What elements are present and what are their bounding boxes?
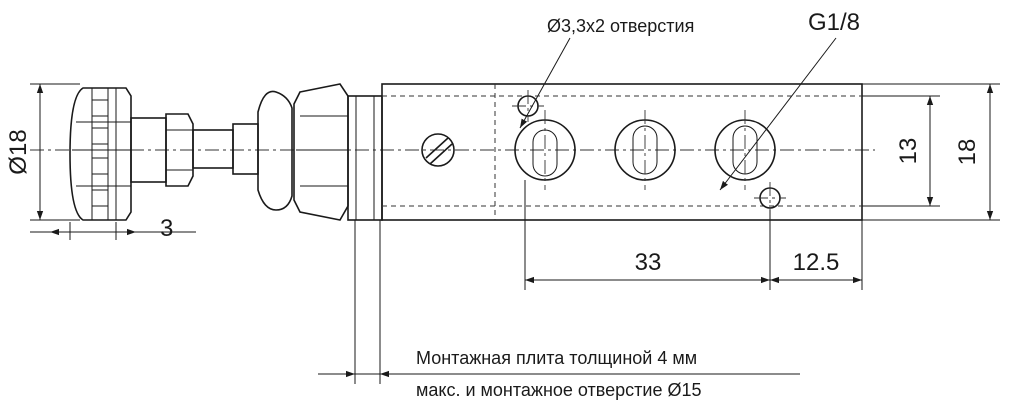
dim-3-label: 3: [160, 215, 173, 242]
dim-18-label: 18: [954, 139, 981, 166]
dim-13-label: 13: [895, 138, 922, 165]
dim-12-5-label: 12.5: [793, 249, 840, 276]
hex-nut: [293, 83, 349, 221]
valve-body: [381, 83, 863, 221]
mounting-hole-top: [512, 90, 544, 122]
collar: [257, 90, 293, 211]
note-line-2: макс. и монтажное отверстие Ø15: [416, 380, 701, 400]
port-screw: [421, 133, 455, 167]
thread-label: G1/8: [808, 9, 860, 36]
dim-33-label: 33: [635, 249, 662, 276]
dia18-label: Ø18: [5, 129, 32, 174]
mounting-hole-bottom: [754, 182, 786, 214]
thread-leader: [719, 37, 837, 191]
hole-note-label: Ø3,3x2 отверстия: [547, 16, 694, 36]
threaded-neck: [347, 95, 383, 221]
hole-note-leader: [519, 37, 571, 129]
knob: [69, 87, 132, 221]
note-line-1: Монтажная плита толщиной 4 мм: [416, 348, 697, 368]
